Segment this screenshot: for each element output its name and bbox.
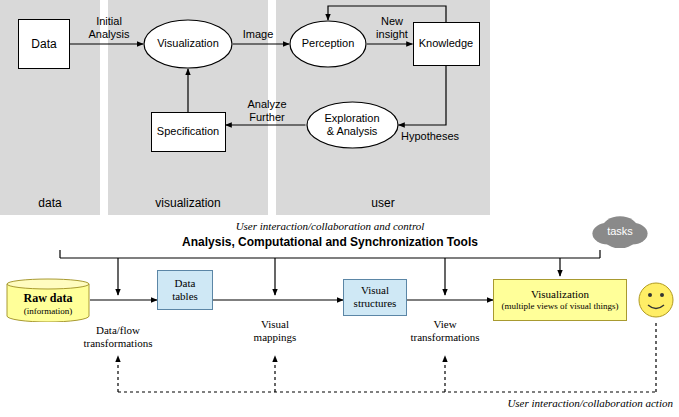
node-text-group: Visualization	[157, 37, 219, 50]
specification-box: Specification	[151, 112, 226, 152]
flow-arrow	[187, 69, 188, 112]
node-label: Visualization	[499, 288, 621, 301]
node-label: Visualization	[157, 37, 219, 50]
smiley-face	[639, 283, 673, 317]
tools-heading: Analysis, Computational and Synchronizat…	[182, 236, 478, 250]
process-ellipse: Perception	[289, 20, 367, 68]
flow-arrow	[367, 43, 413, 44]
node-text-group: Knowledge	[419, 37, 473, 50]
node-text-group: tasks	[607, 225, 633, 238]
feedback-arrow	[444, 356, 445, 392]
control-arrow	[559, 258, 560, 276]
node-label: Raw data	[23, 291, 72, 305]
edge-label: Analyze Further	[242, 98, 292, 123]
node-text-group: Raw data(information)	[23, 291, 72, 316]
band-label: user	[371, 197, 394, 211]
ellipse-outline	[144, 20, 232, 68]
control-line	[60, 257, 600, 258]
control-line	[599, 250, 600, 258]
control-arrow	[274, 258, 275, 295]
data-cylinder: Raw data(information)	[6, 278, 90, 322]
header-note: User interaction/collaboration and contr…	[236, 220, 425, 233]
node-label: Specification	[157, 125, 219, 138]
node-text-group: Data tables	[165, 277, 205, 303]
control-line	[59, 250, 60, 258]
node-label: Exploration & Analysis	[320, 112, 384, 138]
flow-arrow	[226, 124, 306, 125]
data-panel	[0, 0, 100, 215]
ellipse-outline	[307, 102, 398, 148]
visualization-box: Visualization(multiple views of visual t…	[493, 279, 627, 321]
ellipse-outline	[290, 21, 366, 67]
feedback-line	[655, 320, 656, 392]
flow-arrow	[70, 43, 143, 44]
node-text-group: Specification	[157, 125, 219, 138]
node-sublabel: (multiple views of visual things)	[499, 301, 621, 312]
control-arrow	[117, 258, 118, 295]
band-label: data	[38, 197, 61, 211]
node-label: Data tables	[165, 277, 205, 303]
cloud-shape	[592, 216, 647, 248]
node-label: Perception	[302, 37, 355, 50]
flow-arrow	[90, 299, 157, 300]
band-label: visualization	[155, 197, 220, 211]
feedback-line	[118, 391, 656, 392]
user-panel	[276, 0, 490, 215]
control-arrow	[444, 258, 445, 295]
node-label: tasks	[607, 225, 633, 238]
node-label: Visual structures	[349, 284, 401, 310]
edge-label: Visual mappings	[250, 318, 300, 343]
cylinder-top	[7, 279, 89, 289]
cylinder-body	[7, 284, 89, 322]
node-text-group: Exploration & Analysis	[320, 112, 384, 138]
edge-label: Data/flow transformations	[78, 324, 158, 349]
node-text-group: Visualization(multiple views of visual t…	[499, 288, 621, 312]
node-sublabel: (information)	[23, 306, 72, 317]
node-text-group: Perception	[302, 37, 355, 50]
cloud-puff	[603, 225, 637, 248]
flow-arrow	[233, 43, 289, 44]
feedback-arrow	[274, 356, 275, 392]
node-text-group: Data	[31, 37, 56, 51]
process-ellipse: Exploration & Analysis	[306, 101, 399, 149]
edge-label: Image	[228, 28, 288, 41]
edge-label: View transformations	[405, 318, 485, 343]
feedback-arrow	[117, 356, 118, 392]
process-ellipse: Visualization	[143, 19, 233, 69]
flow-arrow	[213, 299, 343, 300]
visual-structures-box: Visual structures	[343, 279, 407, 316]
tasks-cloud: tasks	[590, 216, 650, 248]
edge-label: Initial Analysis	[84, 15, 134, 40]
edge-label: Hypotheses	[395, 130, 465, 143]
flow-arrow	[407, 299, 493, 300]
node-label: Data	[31, 37, 56, 51]
node-text-group: Visual structures	[349, 284, 401, 310]
knowledge-box: Knowledge	[413, 22, 480, 66]
flow-arrow	[399, 66, 447, 125]
footer-note: User interaction/collaboration action	[507, 397, 673, 410]
edge-label: New insight	[372, 15, 412, 40]
data-tables-box: Data tables	[157, 270, 213, 310]
node-label: Knowledge	[419, 37, 473, 50]
data-box: Data	[18, 19, 70, 69]
